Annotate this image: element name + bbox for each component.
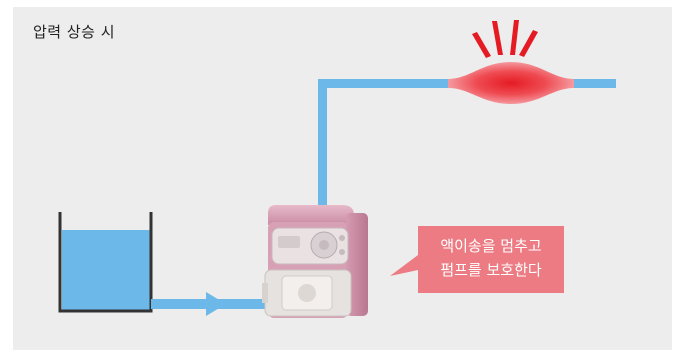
pressure-burst-icon <box>472 20 538 58</box>
callout-bubble <box>390 226 564 293</box>
callout-line-1: 액이송을 멈추고 <box>440 237 542 255</box>
callout-text: 액이송을 멈추고 펌프를 보호한다 <box>418 234 564 282</box>
callout: 액이송을 멈추고 펌프를 보호한다 <box>418 226 564 293</box>
pipe-bulge <box>448 62 574 104</box>
tank <box>58 212 153 313</box>
discharge-pipe-vertical <box>318 79 327 209</box>
pump <box>262 205 368 318</box>
diagram-title: 압력 상승 시 <box>33 23 116 41</box>
tank-liquid <box>62 230 150 310</box>
flow-arrow-icon <box>206 292 226 316</box>
callout-line-2: 펌프를 보호한다 <box>440 261 542 279</box>
